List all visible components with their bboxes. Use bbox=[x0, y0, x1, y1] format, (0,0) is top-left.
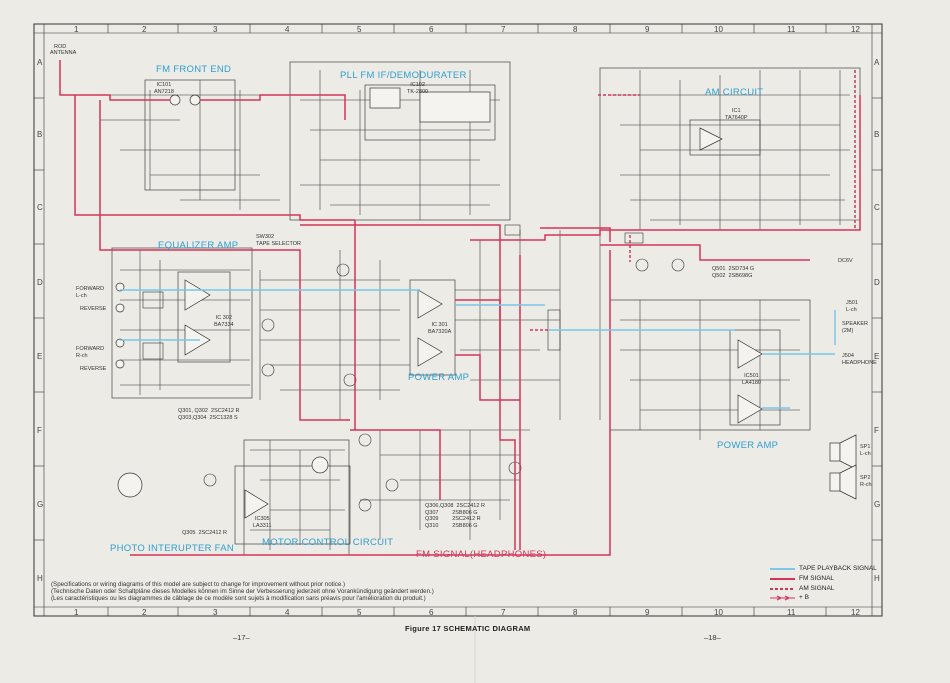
grid-col-2-bottom: 2 bbox=[142, 608, 147, 617]
grid-col-9-bottom: 9 bbox=[645, 608, 650, 617]
grid-col-9: 9 bbox=[645, 25, 650, 34]
section-fm-signal-headphones: FM SIGNAL(HEADPHONES) bbox=[416, 549, 547, 560]
legend-b-label: + B bbox=[799, 594, 809, 601]
grid-row-g: G bbox=[37, 500, 44, 509]
grid-row-b: B bbox=[37, 130, 43, 139]
legend-am-label: AM SIGNAL bbox=[799, 585, 835, 592]
grid-row-a-right: A bbox=[874, 58, 880, 67]
section-am-circuit: AM CIRCUIT bbox=[705, 87, 764, 98]
grid-row-c-right: C bbox=[874, 203, 880, 212]
label-reverse-l: REVERSE bbox=[80, 306, 107, 312]
grid-row-d: D bbox=[37, 278, 43, 287]
label-forward-l: FORWARD L-ch bbox=[76, 286, 105, 299]
grid-row-e: E bbox=[37, 352, 43, 361]
antenna-label: ANTENNA bbox=[50, 50, 77, 56]
antenna-ref: ROD bbox=[54, 44, 67, 50]
label-j504: J504 HEADPHONE bbox=[842, 353, 877, 366]
grid-col-1: 1 bbox=[74, 25, 79, 34]
label-ic302: IC 302 BA7334 bbox=[214, 315, 234, 328]
grid-col-11: 11 bbox=[787, 25, 796, 34]
section-motor-control: MOTOR CONTROL CIRCUIT bbox=[262, 537, 394, 548]
label-ic102: IC102 TK-2800 bbox=[407, 82, 429, 95]
label-j501: J501 L-ch bbox=[846, 300, 858, 313]
grid-col-2: 2 bbox=[142, 25, 147, 34]
grid-col-12-bottom: 12 bbox=[851, 608, 860, 617]
section-pll-fm-if: PLL FM IF/DEMODURATER bbox=[340, 70, 467, 81]
label-ic1: IC1 TA7640P bbox=[725, 108, 748, 121]
grid-col-4-bottom: 4 bbox=[285, 608, 290, 617]
grid-col-1-bottom: 1 bbox=[74, 608, 79, 617]
section-power-amp-left: POWER AMP bbox=[408, 372, 470, 383]
grid-col-5-bottom: 5 bbox=[357, 608, 362, 617]
grid-row-a: A bbox=[37, 58, 43, 67]
legend-b-arrows bbox=[776, 595, 790, 601]
label-forward-r: FORWARD R-ch bbox=[76, 346, 105, 359]
page-number-right: –18– bbox=[704, 633, 721, 642]
grid-col-8: 8 bbox=[573, 25, 578, 34]
grid-row-b-right: B bbox=[874, 130, 880, 139]
note-german: (Technische Daten oder Schaltpläne diese… bbox=[51, 588, 434, 596]
page-number-left: –17– bbox=[233, 633, 250, 642]
grid-col-10: 10 bbox=[714, 25, 723, 34]
grid-col-6: 6 bbox=[429, 25, 434, 34]
grid-col-5: 5 bbox=[357, 25, 362, 34]
section-fm-front-end: FM FRONT END bbox=[156, 64, 232, 75]
label-reverse-r: REVERSE bbox=[80, 366, 107, 372]
grid-row-h-right: H bbox=[874, 574, 880, 583]
label-sw302: SW302 TAPE SELECTOR bbox=[256, 234, 302, 247]
label-ic101: IC101 AN7218 bbox=[154, 82, 174, 95]
label-q301-list: Q301, Q302 2SC2412 R Q303,Q304 2SC1328 S bbox=[178, 408, 240, 421]
label-dc6v: DC6V bbox=[838, 258, 853, 264]
label-ic501: IC501 LA4180 bbox=[742, 373, 761, 386]
label-q306-list: Q306,Q308 2SC2412 R Q307 2SB806 G Q309 2… bbox=[425, 503, 485, 529]
label-sp2: SP2 R-ch bbox=[860, 475, 872, 488]
label-sp1: SP1 L-ch bbox=[860, 444, 871, 457]
grid-col-7: 7 bbox=[501, 25, 506, 34]
grid-col-12: 12 bbox=[851, 25, 860, 34]
grid-row-e-right: E bbox=[874, 352, 880, 361]
grid-row-g-right: G bbox=[874, 500, 881, 509]
note-french: (Les caractéristiques ou les diagrammes … bbox=[51, 595, 426, 603]
note-english: (Specifications or wiring diagrams of th… bbox=[51, 581, 346, 588]
figure-caption: Figure 17 SCHEMATIC DIAGRAM bbox=[405, 624, 531, 633]
label-q501-list: Q501 2SD734 G Q502 2SB698G bbox=[712, 266, 755, 279]
grid-col-3: 3 bbox=[213, 25, 218, 34]
grid-col-10-bottom: 10 bbox=[714, 608, 723, 617]
legend-fm-label: FM SIGNAL bbox=[799, 575, 835, 582]
section-power-amp-right: POWER AMP bbox=[717, 440, 779, 451]
grid-col-7-bottom: 7 bbox=[501, 608, 506, 617]
label-q305: Q305 2SC2412 R bbox=[182, 530, 227, 536]
grid-col-8-bottom: 8 bbox=[573, 608, 578, 617]
grid-col-11-bottom: 11 bbox=[787, 608, 796, 617]
grid-row-c: C bbox=[37, 203, 43, 212]
label-ic301: IC 301 BA7320A bbox=[428, 322, 452, 335]
notes-block: (Specifications or wiring diagrams of th… bbox=[51, 581, 434, 603]
grid-row-d-right: D bbox=[874, 278, 880, 287]
grid-col-4: 4 bbox=[285, 25, 290, 34]
grid-col-6-bottom: 6 bbox=[429, 608, 434, 617]
grid-row-f: F bbox=[37, 426, 42, 435]
section-equalizer-amp: EQUALIZER AMP bbox=[158, 240, 239, 251]
label-ic305: IC305 LA3311 bbox=[253, 516, 272, 529]
grid-row-f-right: F bbox=[874, 426, 879, 435]
grid-col-3-bottom: 3 bbox=[213, 608, 218, 617]
label-speaker-out: SPEAKER (2M) bbox=[842, 321, 868, 334]
section-photo-interrupter: PHOTO INTERUPTER FAN bbox=[110, 543, 235, 554]
grid-row-h: H bbox=[37, 574, 43, 583]
legend-tape-label: TAPE PLAYBACK SIGNAL bbox=[799, 565, 877, 572]
